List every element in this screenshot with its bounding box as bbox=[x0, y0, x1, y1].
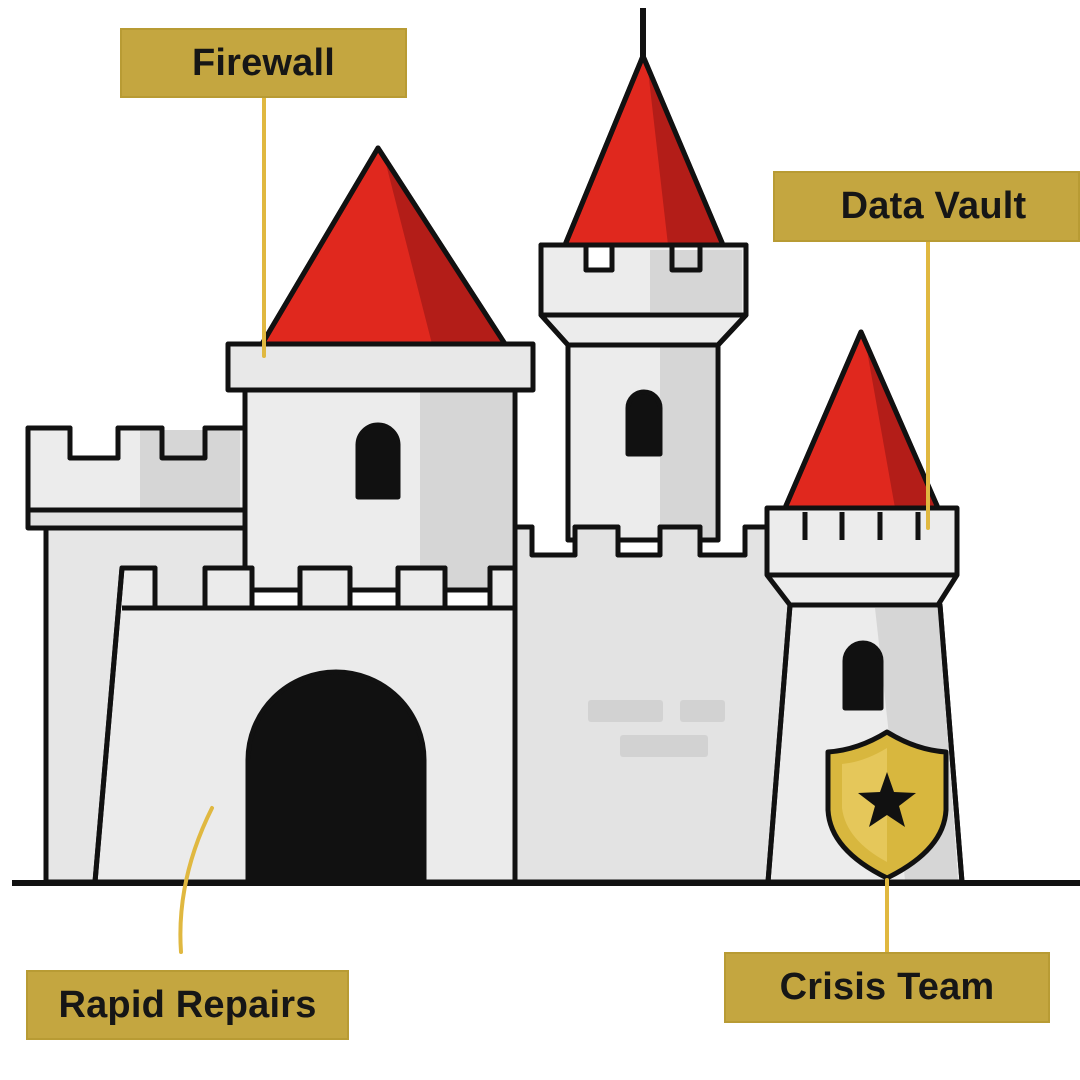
crisis-team-label: Crisis Team bbox=[724, 952, 1050, 1023]
firewall-label: Firewall bbox=[120, 28, 407, 98]
gate-wall bbox=[92, 565, 518, 885]
rapid-repairs-label: Rapid Repairs bbox=[26, 970, 349, 1040]
leader-lines bbox=[178, 96, 930, 954]
star-icon bbox=[858, 772, 916, 827]
middle-wall bbox=[512, 524, 793, 885]
data-vault-label: Data Vault bbox=[773, 171, 1080, 242]
left-tower bbox=[225, 145, 536, 593]
center-tower bbox=[538, 8, 749, 543]
rapid-repairs-leader bbox=[178, 806, 214, 954]
